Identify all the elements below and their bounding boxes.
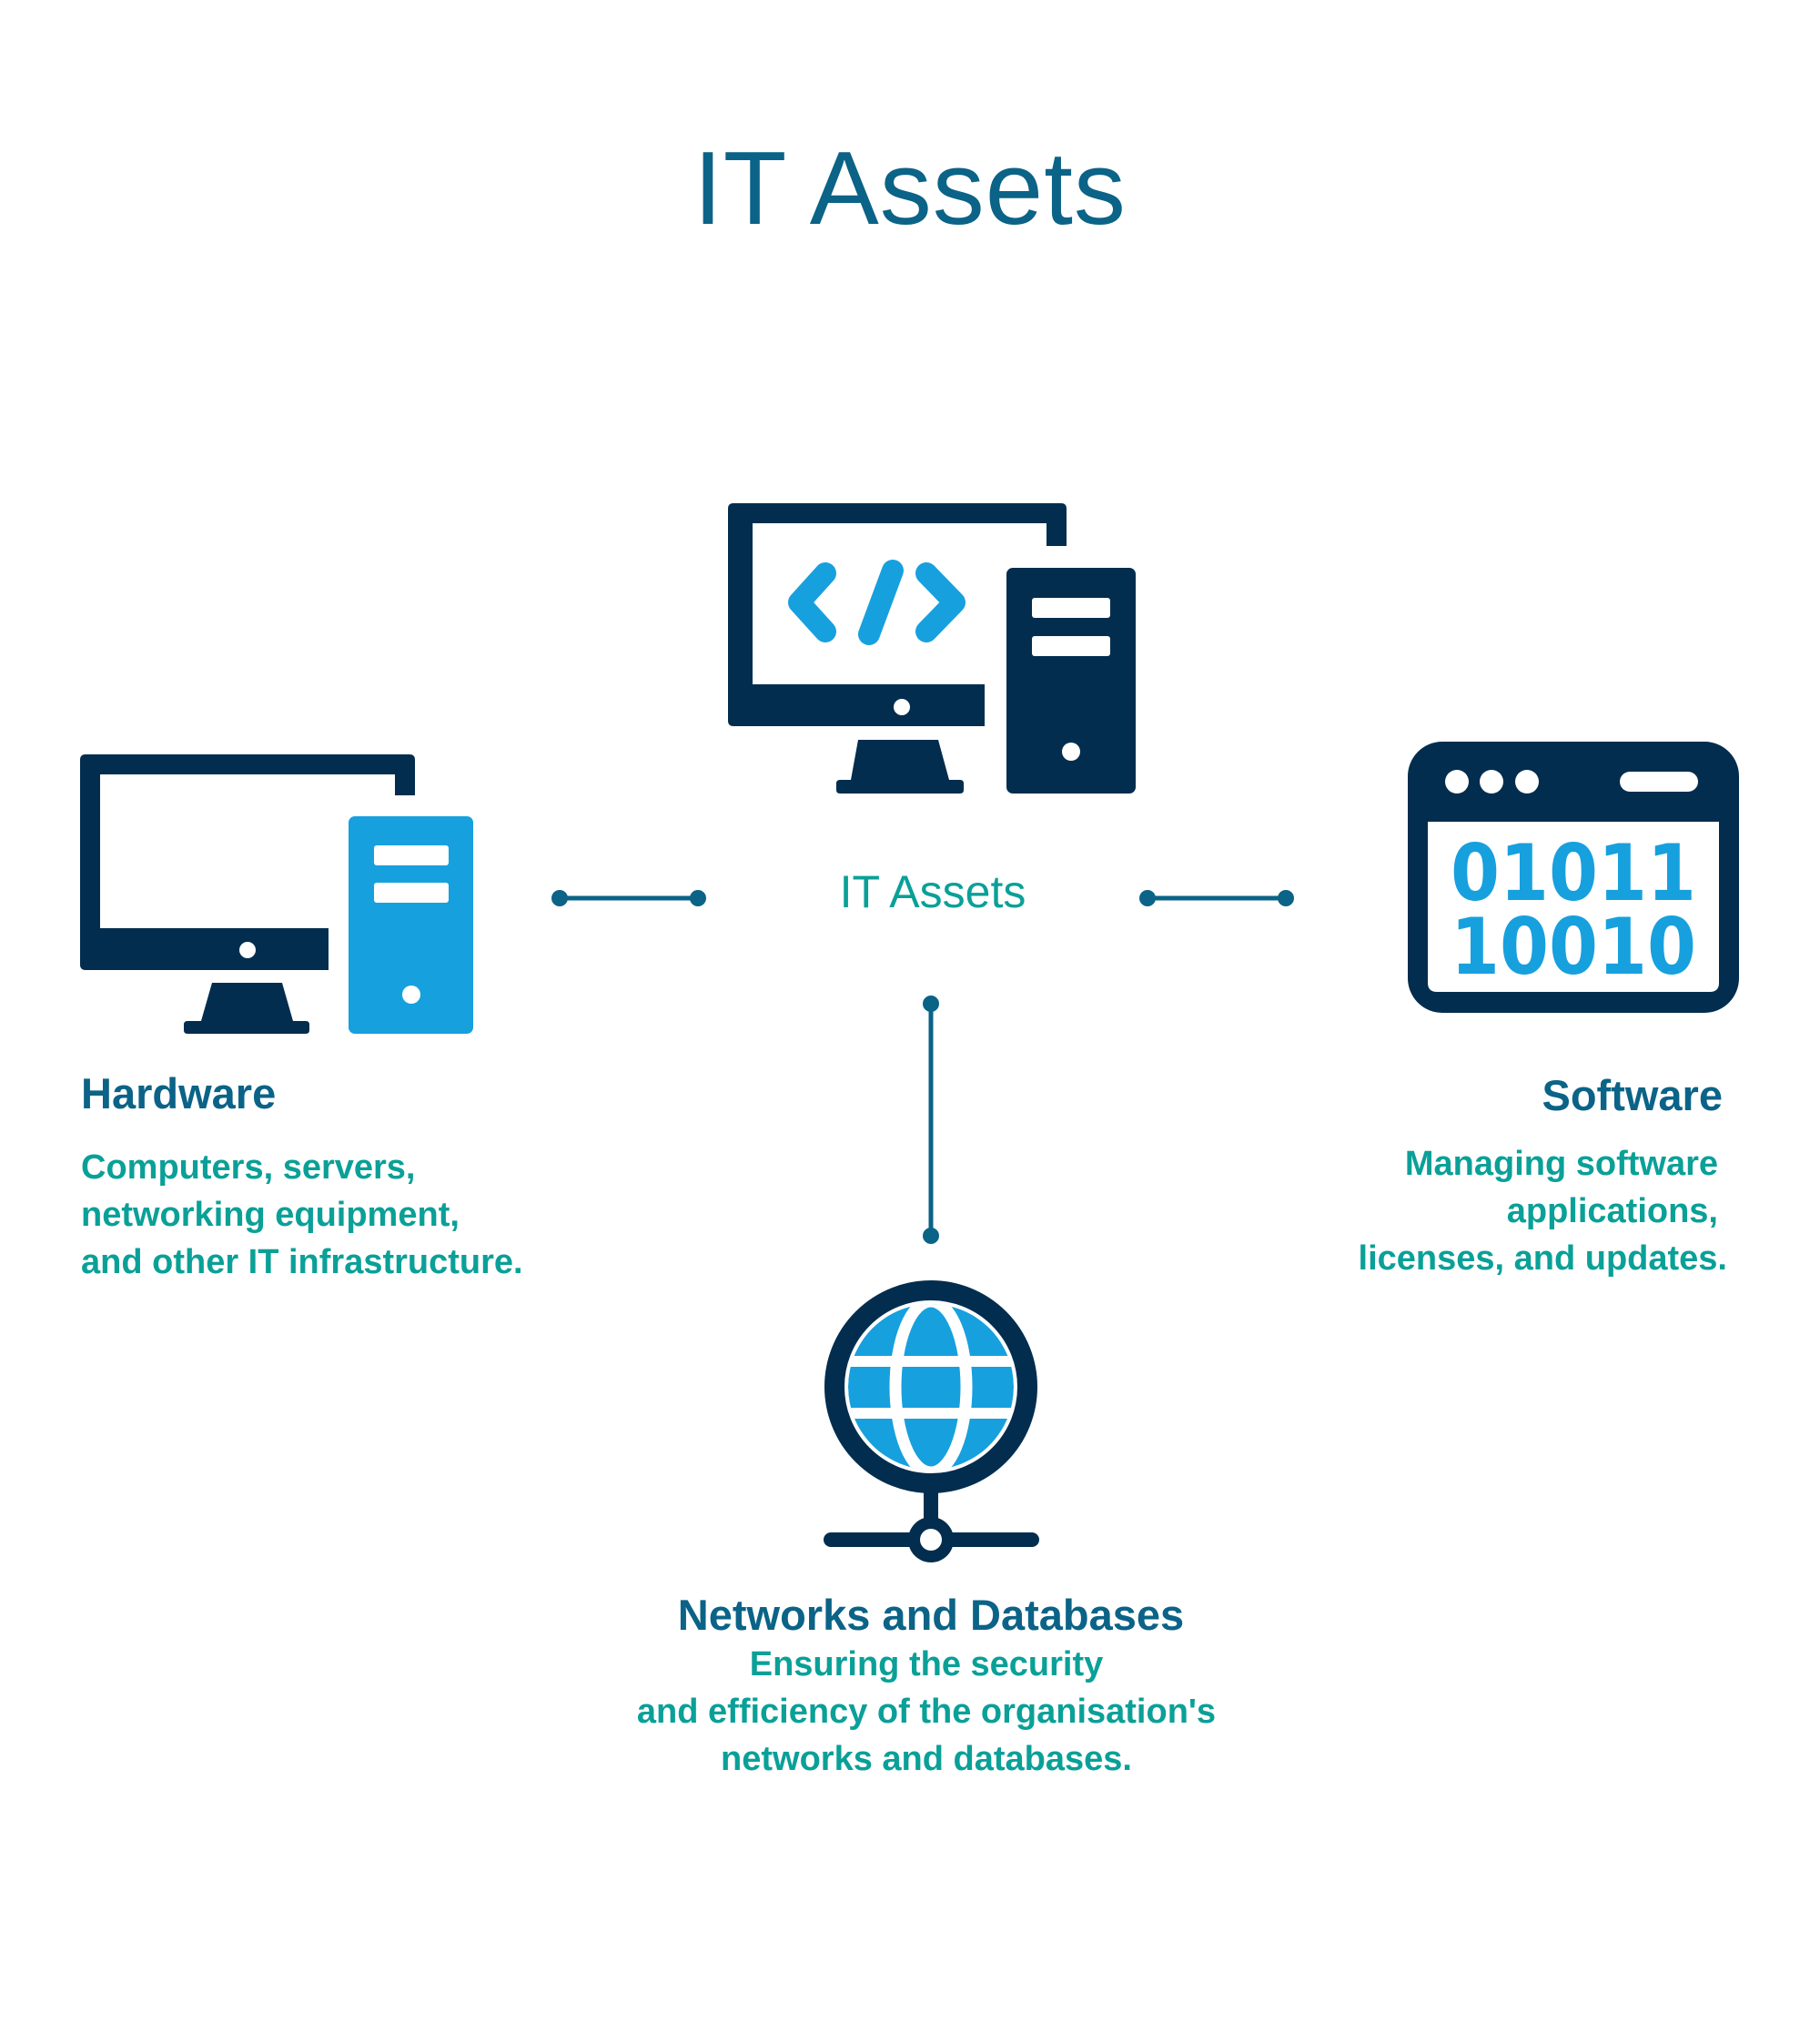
window-dot [1445, 770, 1469, 794]
hardware-monitor [80, 754, 415, 1034]
window-dot [1480, 770, 1503, 794]
hardware-description: Computers, servers, networking equipment… [81, 1144, 523, 1286]
software-description-line: applications, [1506, 1192, 1718, 1230]
center-tower [1006, 568, 1136, 794]
hardware-monitor-power-dot [239, 942, 256, 958]
binary-line-2: 10010 [1451, 902, 1696, 993]
connector-networks [923, 996, 939, 1244]
software-description-line: licenses, and updates. [1358, 1239, 1727, 1278]
hardware-description-line: networking equipment, [81, 1196, 460, 1234]
connector-hardware [551, 890, 706, 906]
binary-line-1: 01011 [1451, 828, 1696, 919]
networks-description-line: and efficiency of the organisation's [636, 1693, 1217, 1731]
networks-description-line: Ensuring the security [749, 1645, 1104, 1683]
networks-description: Ensuring the security and efficiency of … [0, 1641, 1820, 1783]
hardware-heading: Hardware [81, 1069, 277, 1117]
center-monitor-power-dot [894, 699, 910, 715]
window-address-bar [1620, 772, 1698, 792]
networks-heading: Networks and Databases [677, 1591, 1185, 1639]
hardware-description-line: and other IT infrastructure. [81, 1243, 523, 1281]
center-monitor [728, 503, 1067, 794]
connector-software [1139, 890, 1294, 906]
software-description-line: Managing software [1404, 1145, 1718, 1183]
code-brackets-icon [788, 560, 966, 645]
networks-description-line: networks and databases. [721, 1740, 1132, 1778]
hardware-tower [349, 816, 473, 1034]
software-heading: Software [1542, 1071, 1724, 1119]
software-description: Managing software applications, licenses… [1359, 1140, 1727, 1282]
window-dot [1515, 770, 1539, 794]
page-title: IT Assets [693, 131, 1127, 247]
center-label: IT Assets [839, 866, 1026, 917]
hardware-description-line: Computers, servers, [81, 1148, 416, 1187]
